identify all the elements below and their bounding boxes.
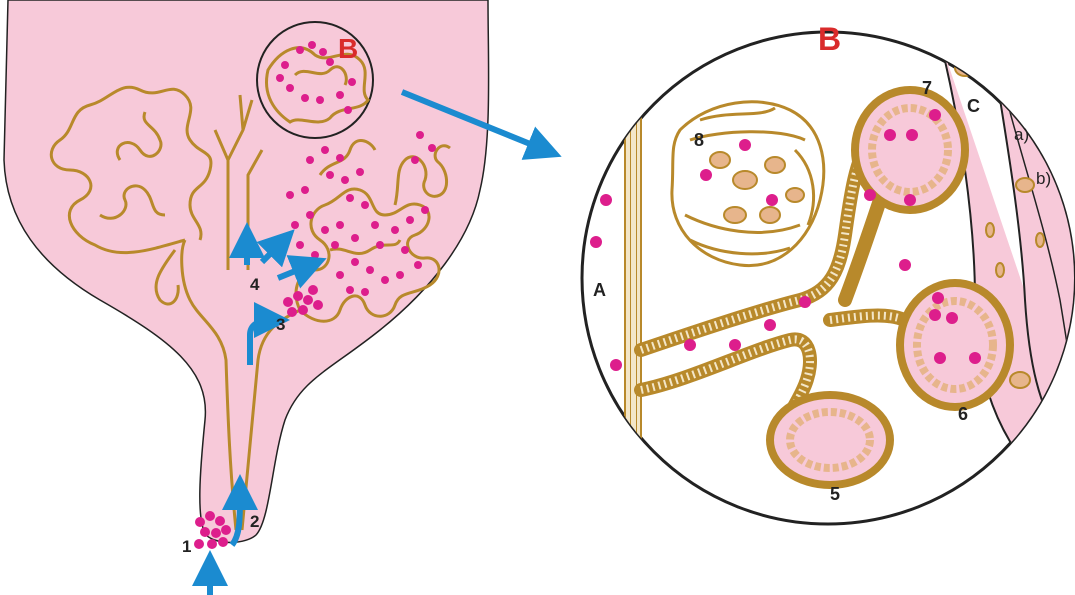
label-a: A (593, 280, 606, 300)
label-2: 2 (250, 512, 259, 531)
label-6: 6 (958, 404, 968, 424)
label-1: 1 (182, 537, 191, 556)
gland-tissue (4, 0, 489, 543)
gland-overview: 1 2 3 4 B (4, 0, 545, 595)
label-b-large: B (818, 21, 841, 57)
label-sub-b: b) (1036, 169, 1051, 188)
label-b-small: B (338, 33, 358, 64)
acinus-6 (900, 283, 1010, 407)
label-c: C (967, 96, 980, 116)
label-sub-a: a) (1014, 125, 1029, 144)
duct-wall-left (625, 100, 641, 460)
label-4: 4 (250, 275, 260, 294)
magnified-view: B A 5 6 7 8 C a) b) (582, 0, 1075, 524)
label-8: 8 (694, 130, 704, 150)
label-5: 5 (830, 484, 840, 504)
label-7: 7 (922, 78, 932, 98)
label-3: 3 (276, 315, 285, 334)
acinus-5 (770, 395, 890, 485)
